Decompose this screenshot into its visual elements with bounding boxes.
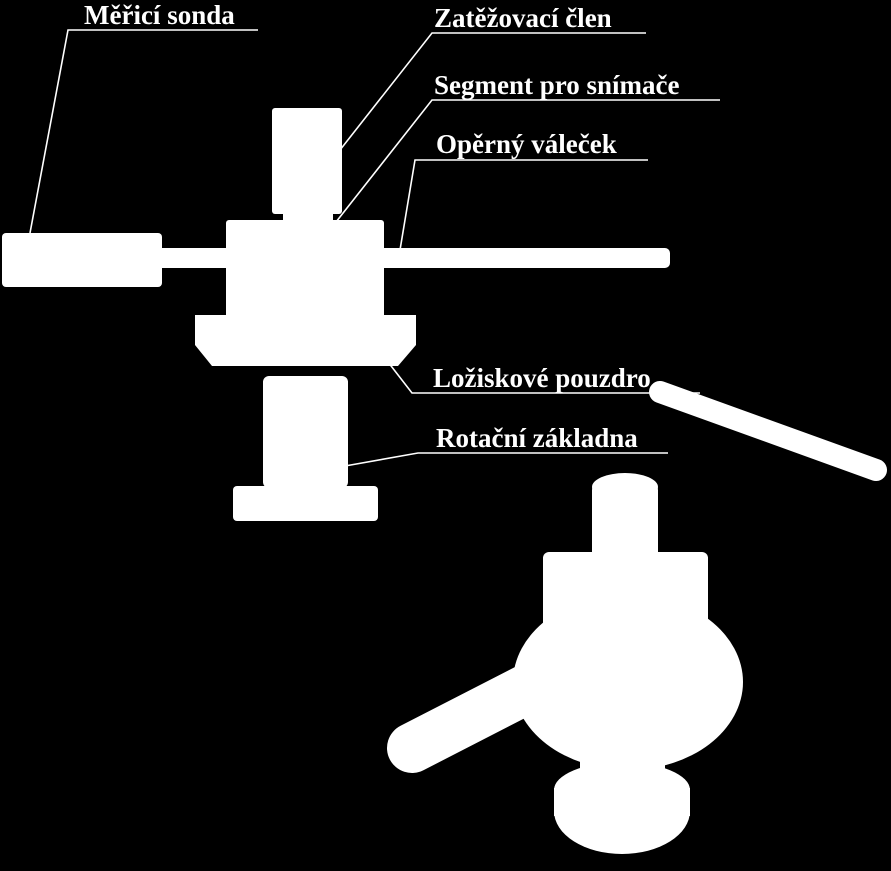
leader-sensor-segment [335,99,720,223]
rotary-base-foot [233,486,378,521]
label-rotary-base: Rotační základna [436,423,638,453]
iso-loading-cylinder [592,486,658,576]
rotary-base-shaft [263,376,348,488]
iso-rod-long [649,381,887,481]
label-loading-member: Zatěžovací člen [434,3,612,33]
label-bearing-housing: Ložiskové pouzdro [433,363,651,393]
labels: Měřicí sonda Zatěžovací člen Segment pro… [84,0,679,453]
front-view [2,108,670,521]
probe-rod-left [155,248,235,268]
loading-member-body [272,108,342,214]
label-measuring-probe: Měřicí sonda [84,0,235,30]
iso-loading-cylinder-top [592,473,658,501]
leader-support-roller [399,159,648,251]
probe-handle [2,233,162,287]
leader-rotary-base [344,452,668,467]
leader-measuring-probe [29,29,258,234]
leader-bearing-housing [387,361,700,394]
leader-lines [29,29,720,467]
bearing-housing-shape [195,315,416,366]
label-support-roller: Opěrný váleček [436,129,617,159]
iso-sensor-block [543,552,708,644]
leader-loading-member [339,32,646,151]
isometric-view [387,381,887,854]
probe-rod-right [375,248,670,268]
sensor-segment-block [226,220,384,318]
label-sensor-segment: Segment pro snímače [434,70,679,100]
